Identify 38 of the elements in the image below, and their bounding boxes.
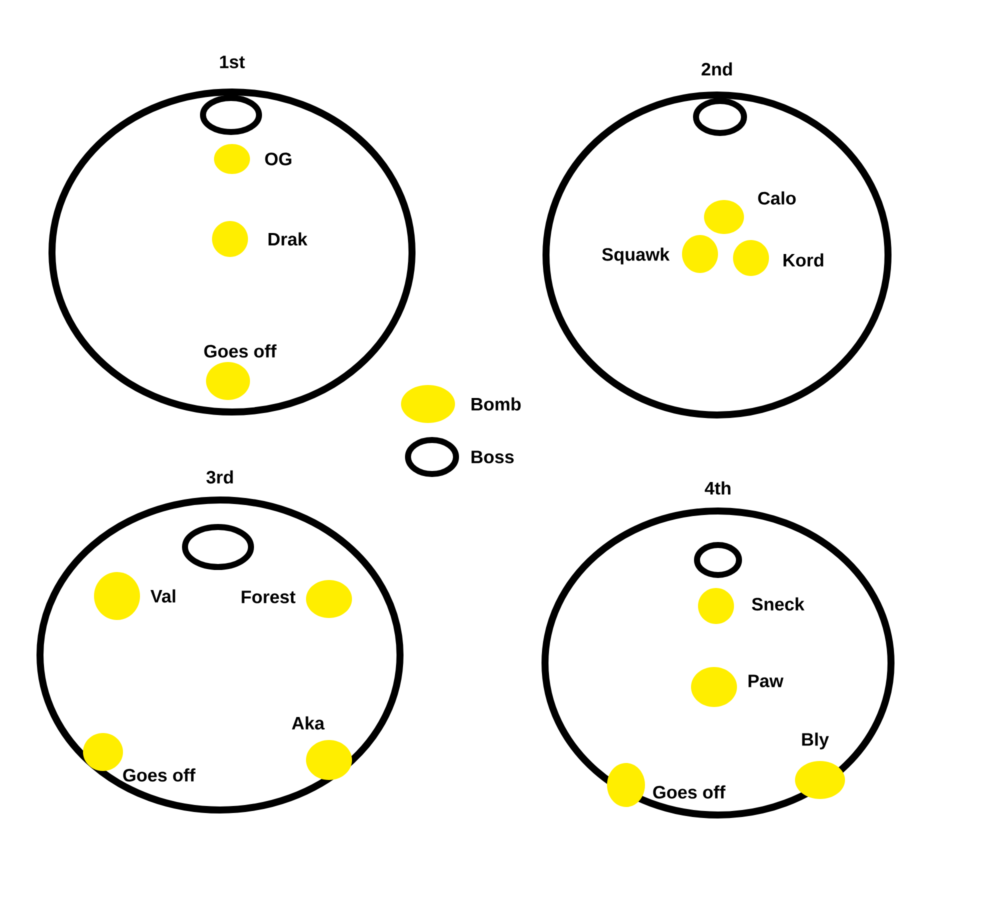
legend-text: Boss bbox=[472, 450, 514, 464]
name-label: Goes off bbox=[204, 344, 277, 358]
bomb-dot bbox=[306, 580, 352, 618]
boss-ring bbox=[200, 95, 262, 135]
name-label: Kord bbox=[784, 253, 824, 267]
name-label: Drak bbox=[268, 232, 308, 246]
name-label: Goes off bbox=[653, 785, 726, 799]
node-label: 1st bbox=[220, 56, 245, 68]
bomb-dot bbox=[795, 761, 845, 799]
bomb-dot bbox=[214, 144, 250, 174]
bomb-dot bbox=[94, 572, 140, 620]
bomb-dot bbox=[691, 667, 737, 707]
bomb-dot bbox=[83, 733, 123, 771]
bomb-dot bbox=[306, 740, 352, 780]
name-label: Squawk bbox=[602, 248, 670, 264]
legend-text: Bomb bbox=[472, 397, 521, 411]
boss-ring bbox=[182, 524, 254, 570]
node-label: 4th bbox=[704, 481, 730, 495]
boss-ring bbox=[694, 542, 742, 578]
bomb-dot bbox=[607, 763, 645, 807]
bomb-dot bbox=[682, 235, 718, 273]
name-label: Sneck bbox=[752, 597, 804, 611]
name-label: Forest bbox=[242, 590, 296, 604]
bomb-dot bbox=[698, 588, 734, 624]
name-label: Val bbox=[150, 589, 176, 603]
bomb-dot bbox=[733, 240, 769, 276]
name-label: Aka bbox=[292, 716, 325, 730]
node-label: 3rd bbox=[206, 470, 233, 484]
node-label: 2nd bbox=[702, 62, 732, 76]
name-label: Bly bbox=[802, 732, 829, 750]
boss-ring bbox=[693, 98, 747, 136]
name-label: OG bbox=[265, 152, 292, 166]
name-label: Paw bbox=[748, 674, 784, 688]
name-label: Goes off bbox=[123, 768, 196, 782]
bomb-dot bbox=[206, 362, 250, 400]
name-label: Calo bbox=[758, 191, 796, 205]
bomb-dot bbox=[212, 221, 248, 257]
bomb-dot bbox=[704, 200, 744, 234]
